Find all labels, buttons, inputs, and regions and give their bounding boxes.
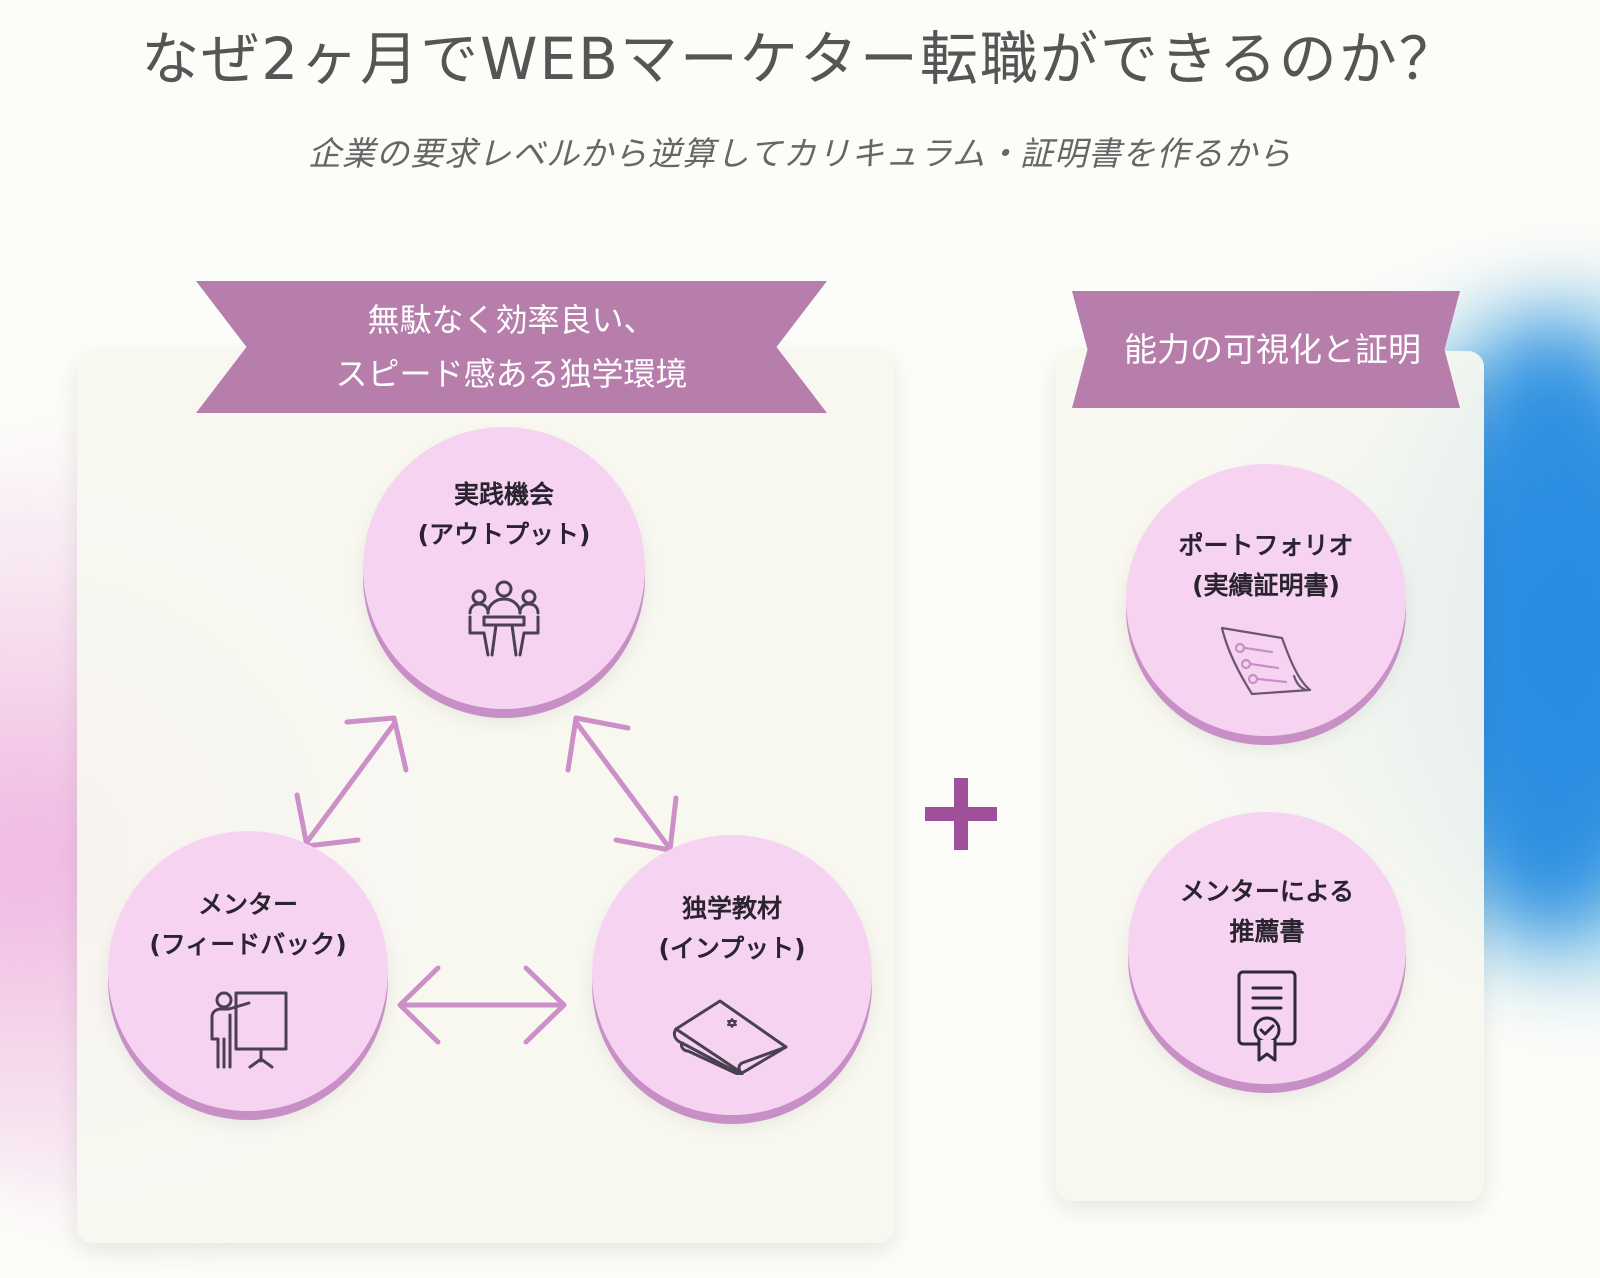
recommendation-circle: メンターによる 推薦書 [1128,812,1406,1084]
mentor-subtitle: (フィードバック) [149,930,347,959]
proof-ribbon: 能力の可視化と証明 [1072,291,1460,408]
material-subtitle: (インプット) [658,934,806,963]
mentor-circle: メンター (フィードバック) [108,831,388,1111]
recommendation-subtitle: 推薦書 [1229,917,1305,946]
material-circle: 独学教材 (インプット) [592,835,872,1115]
self-study-ribbon: 無駄なく効率良い、 スピード感ある独学環境 [196,281,827,413]
ribbon-line-1: 無駄なく効率良い、 [367,301,656,339]
book-icon [672,995,792,1079]
portfolio-title: ポートフォリオ [1178,531,1354,560]
page-subtitle: 企業の要求レベルから逆算してカリキュラム・証明書を作るから [307,134,1293,173]
recommendation-title: メンターによる [1179,877,1355,906]
portfolio-circle: ポートフォリオ (実績証明書) [1126,464,1406,736]
mentor-title: メンター [197,890,298,919]
document-icon [1218,624,1314,704]
meeting-icon [466,579,542,663]
ribbon-line-2: スピード感ある独学環境 [335,355,688,393]
output-circle: 実践機会 (アウトプット) [363,427,645,709]
certificate-icon [1235,968,1299,1068]
presenter-icon [206,991,290,1075]
material-title: 独学教材 [681,894,782,923]
page-title: なぜ2ヶ月でWEBマーケター転職ができるのか？ [141,25,1459,93]
portfolio-subtitle: (実績証明書) [1192,571,1340,600]
plus-icon [925,778,997,850]
output-subtitle: (アウトプット) [417,520,591,549]
output-title: 実践機会 [453,480,554,509]
